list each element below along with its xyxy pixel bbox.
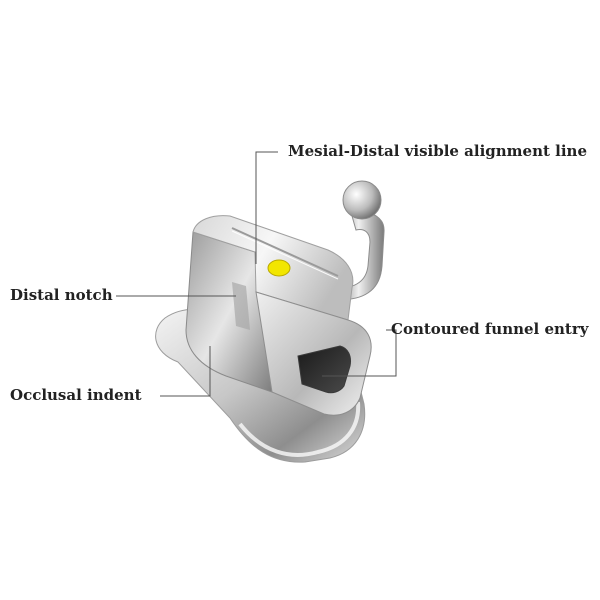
label-contoured-funnel-entry: Contoured funnel entry — [391, 320, 589, 338]
bracket-base-rim — [238, 401, 361, 457]
label-occlusal-indent: Occlusal indent — [10, 386, 142, 404]
bracket-hook-ball — [342, 180, 382, 220]
leader-occlusal-indent — [160, 346, 211, 397]
indicator-dot — [267, 259, 291, 277]
label-mesial-distal-alignment-line: Mesial-Distal visible alignment line — [288, 142, 587, 160]
alignment-groove — [231, 227, 339, 277]
distal-notch-cut — [232, 282, 250, 330]
funnel-slot — [297, 345, 351, 394]
leader-mesial-distal — [255, 151, 278, 264]
label-distal-notch: Distal notch — [10, 286, 113, 304]
bracket-left-wing — [185, 231, 273, 393]
leader-contoured-funnel — [322, 329, 397, 377]
alignment-groove-highlight — [231, 230, 339, 280]
